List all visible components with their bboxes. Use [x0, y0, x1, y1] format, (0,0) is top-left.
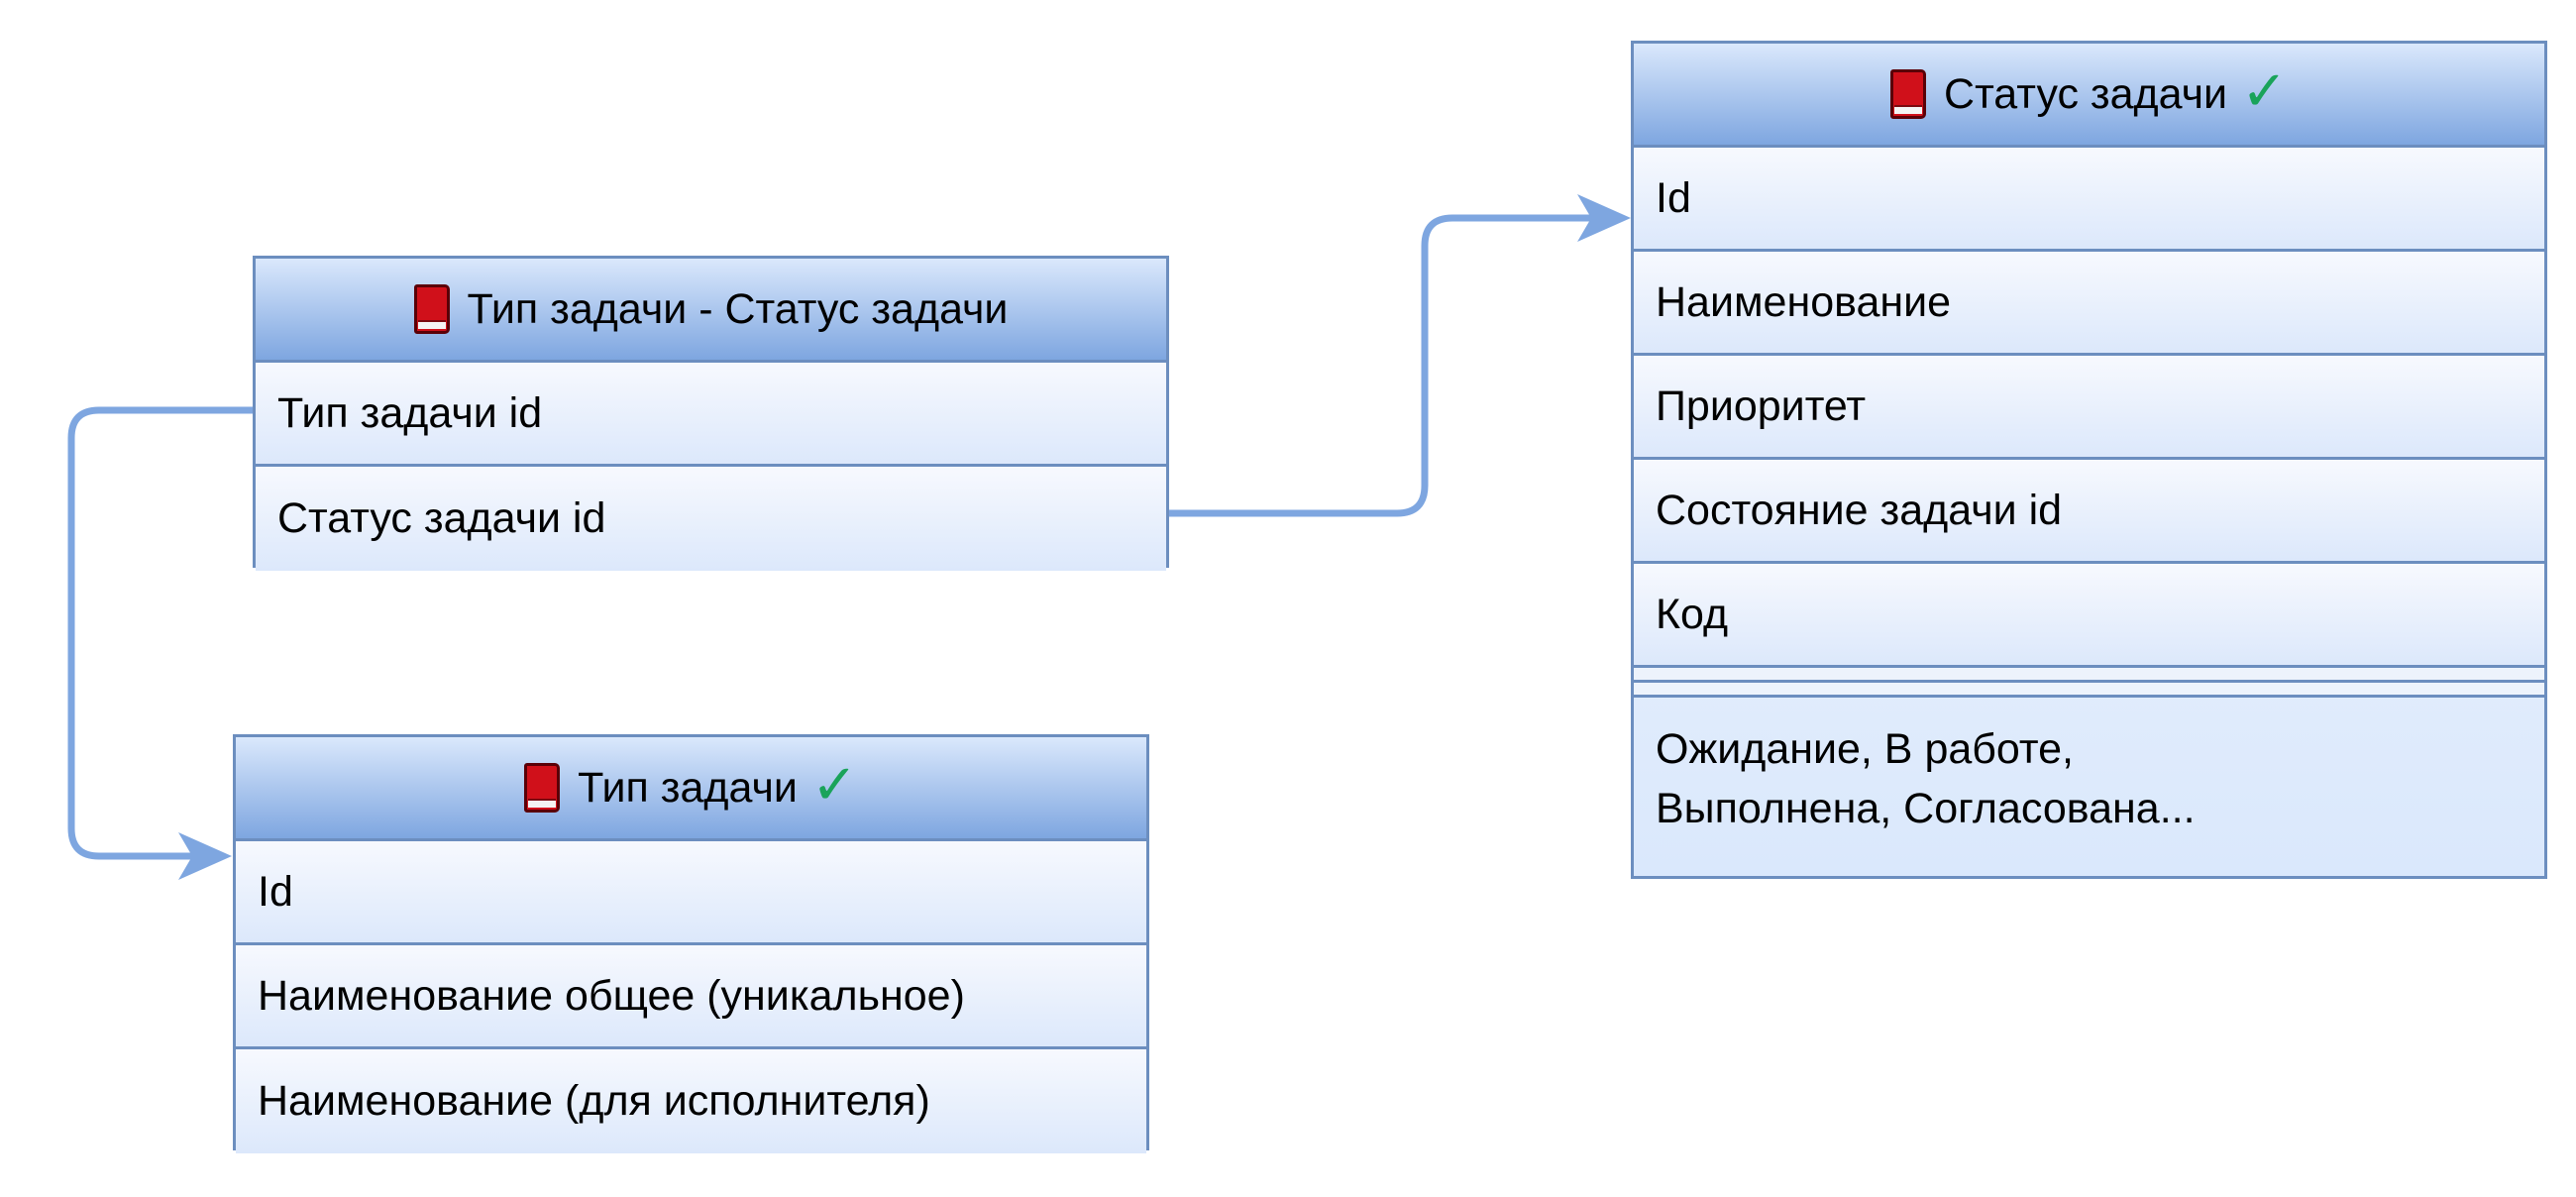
field-label: Id: [258, 867, 293, 916]
entity-divider: [1634, 668, 2544, 698]
field-code[interactable]: Код: [1634, 564, 2544, 668]
field-id[interactable]: Id: [1634, 148, 2544, 252]
field-label: Приоритет: [1656, 381, 1867, 430]
field-task-type-id[interactable]: Тип задачи id: [256, 363, 1166, 467]
field-label: Наименование общее (уникальное): [258, 971, 965, 1020]
book-icon: [1890, 69, 1927, 119]
entity-title: Тип задачи: [578, 763, 798, 812]
book-icon: [413, 284, 450, 334]
connector-task-type: [67, 406, 253, 860]
entity-header[interactable]: Статус задачи ✓: [1634, 44, 2544, 148]
field-label: Статус задачи id: [277, 494, 606, 542]
check-icon: ✓: [2241, 59, 2288, 124]
field-name-executor[interactable]: Наименование (для исполнителя): [236, 1049, 1146, 1153]
field-name[interactable]: Наименование: [1634, 252, 2544, 356]
entity-task-type-status[interactable]: Тип задачи - Статус задачи Тип задачи id…: [253, 256, 1169, 571]
entity-task-status[interactable]: Статус задачи ✓ Id Наименование Приорите…: [1631, 41, 2547, 879]
connector-task-status: [1169, 214, 1595, 517]
entity-header[interactable]: Тип задачи - Статус задачи: [256, 259, 1166, 363]
field-label: Наименование (для исполнителя): [258, 1077, 930, 1125]
entity-note: Ожидание, В работе, Выполнена, Согласова…: [1656, 725, 2196, 832]
entity-header[interactable]: Тип задачи ✓: [236, 737, 1146, 841]
field-label: Состояние задачи id: [1656, 486, 2063, 534]
field-id[interactable]: Id: [236, 841, 1146, 945]
book-icon: [524, 763, 561, 813]
check-icon: ✓: [810, 753, 858, 817]
field-label: Наименование: [1656, 277, 1952, 326]
entity-title: Статус задачи: [1944, 69, 2228, 118]
arrowhead-task-type: [178, 832, 232, 880]
entity-title: Тип задачи - Статус задачи: [467, 284, 1009, 333]
field-task-status-id[interactable]: Статус задачи id: [256, 467, 1166, 571]
field-label: Тип задачи id: [277, 388, 543, 437]
field-name-common[interactable]: Наименование общее (уникальное): [236, 945, 1146, 1049]
field-priority[interactable]: Приоритет: [1634, 356, 2544, 460]
field-label: Код: [1656, 590, 1729, 638]
arrowhead-task-status: [1577, 194, 1631, 242]
field-label: Id: [1656, 173, 1691, 222]
field-state-id[interactable]: Состояние задачи id: [1634, 460, 2544, 564]
entity-task-type[interactable]: Тип задачи ✓ Id Наименование общее (уник…: [233, 734, 1149, 1153]
